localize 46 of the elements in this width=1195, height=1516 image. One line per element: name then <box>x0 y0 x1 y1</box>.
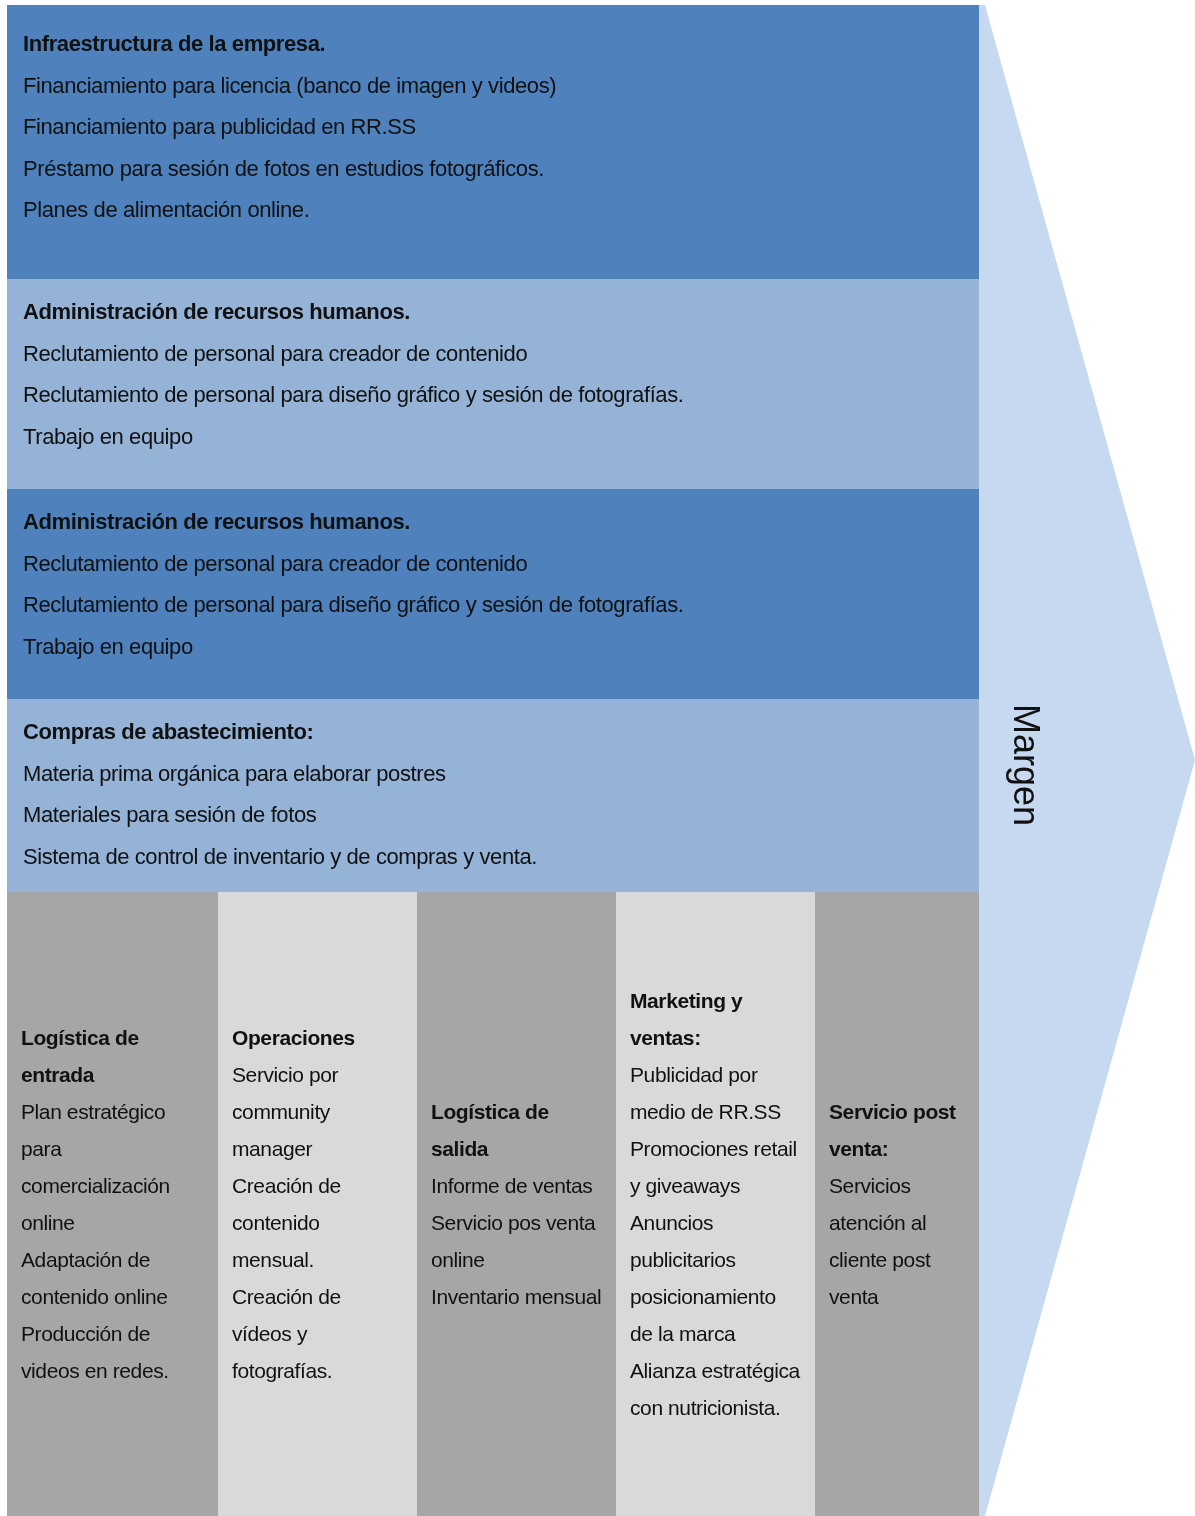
section-heading: Administración de recursos humanos. <box>23 298 411 326</box>
section-heading: Logística de salida <box>431 1099 550 1162</box>
activity-item: Reclutamiento de personal para diseño gráfico y sesión de fotografías. <box>23 591 685 619</box>
primary-activity-column <box>417 892 616 1516</box>
activity-item: Creación de contenido mensual. <box>232 1173 342 1273</box>
activity-item: Materiales para sesión de fotos <box>23 801 318 829</box>
primary-activity-column <box>616 892 815 1516</box>
support-activity-band <box>7 699 979 892</box>
primary-activity-column <box>815 892 979 1516</box>
activity-item: Reclutamiento de personal para creador de contenido <box>23 339 529 368</box>
support-activity-band <box>7 489 979 699</box>
activity-item: Informe de ventas <box>431 1173 594 1199</box>
margin-label: Margen <box>1005 703 1047 827</box>
activity-item: Servicio por community manager <box>232 1062 340 1162</box>
section-heading: Marketing y ventas: <box>630 988 744 1051</box>
activity-item: Servicios atención al cliente post venta <box>829 1173 932 1310</box>
activity-item: posicionamiento de la marca <box>630 1284 777 1347</box>
activity-item: Planes de alimentación online. <box>23 196 311 224</box>
activity-item: Financiamiento para publicidad en RR.SS <box>23 113 417 141</box>
activity-item: Alianza estratégica con nutricionista. <box>630 1358 801 1421</box>
activity-item: Trabajo en equipo <box>23 422 194 451</box>
activity-item: Publicidad por medio de RR.SS <box>630 1062 782 1125</box>
activity-item: Reclutamiento de personal para diseño gráfico y sesión de fotografías. <box>23 381 685 409</box>
primary-activity-column <box>7 892 218 1516</box>
section-heading: Servicio post venta: <box>829 1099 957 1162</box>
support-activity-band <box>7 279 979 489</box>
support-activity-band <box>7 5 979 279</box>
primary-activity-column <box>218 892 417 1516</box>
activity-item: Materia prima orgánica para elaborar postres <box>23 759 447 788</box>
activity-item: Adaptación de contenido online <box>21 1247 169 1310</box>
activity-item: Plan estratégico para comercialización online <box>21 1099 171 1236</box>
section-heading: Administración de recursos humanos. <box>23 508 411 536</box>
section-heading: Infraestructura de la empresa. <box>23 30 327 58</box>
activity-item: Financiamiento para licencia (banco de imagen y videos) <box>23 71 558 100</box>
activity-item: Creación de vídeos y fotografías. <box>232 1284 342 1384</box>
activity-item: Servicio pos venta online <box>431 1210 597 1273</box>
activity-item: Promociones retail y giveaways <box>630 1136 798 1199</box>
activity-item: Reclutamiento de personal para creador de contenido <box>23 549 529 578</box>
activity-item: Préstamo para sesión de fotos en estudios fotográficos. <box>23 154 545 183</box>
section-heading: Operaciones <box>232 1025 356 1051</box>
activity-item: Inventario mensual <box>431 1284 602 1310</box>
section-heading: Logística de entrada <box>21 1025 140 1088</box>
activity-item: Trabajo en equipo <box>23 632 194 661</box>
activity-item: Sistema de control de inventario y de compras y venta. <box>23 842 538 871</box>
activity-item: Producción de videos en redes. <box>21 1321 170 1384</box>
section-heading: Compras de abastecimiento: <box>23 718 315 746</box>
